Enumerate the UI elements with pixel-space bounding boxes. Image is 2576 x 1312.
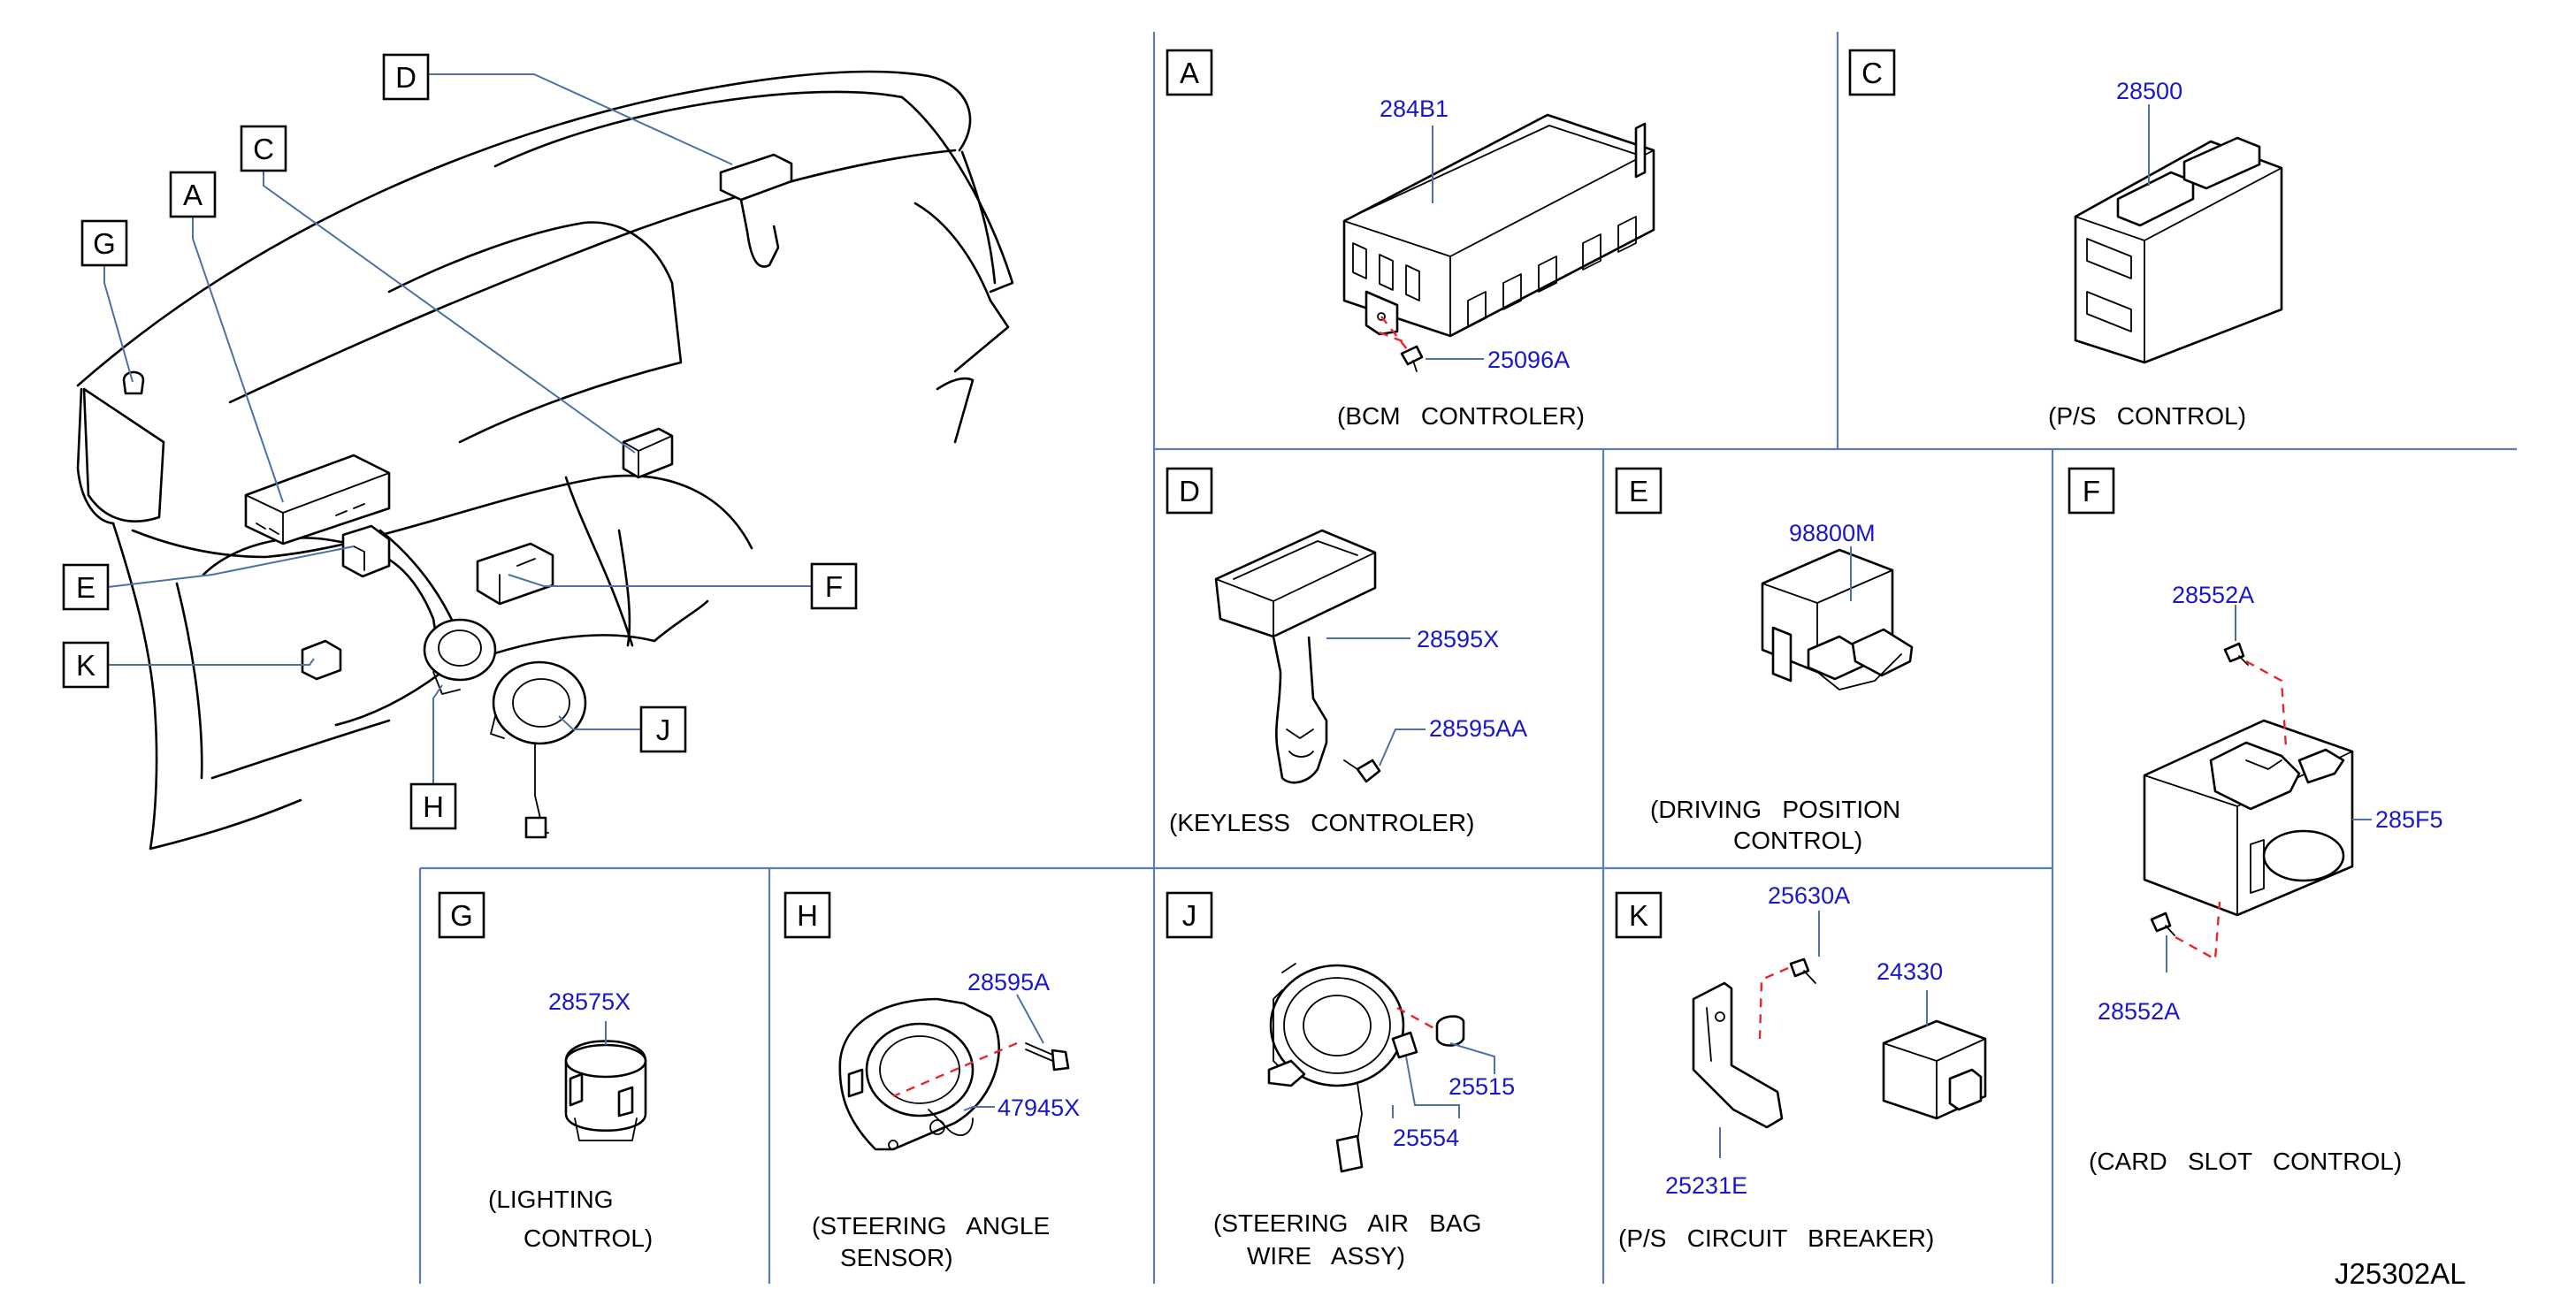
callout-f: F xyxy=(825,570,843,603)
caption-steering-air-bag: (STEERING AIR BAG xyxy=(1213,1209,1481,1237)
caption-airbag-wire-assy: WIRE ASSY) xyxy=(1247,1242,1405,1270)
panel-e-driving-position: E 98800M (DRIVING POSITION CONTROL) xyxy=(1615,467,1914,854)
overview-callout-boxes: D C A G E F K J H xyxy=(62,53,858,830)
part-number-28552a-bottom: 28552A xyxy=(2098,998,2180,1025)
dashboard-overview xyxy=(76,70,1014,851)
part-number-25231e: 25231E xyxy=(1665,1172,1747,1199)
panel-j-letter: J xyxy=(1182,899,1197,932)
part-number-25096a: 25096A xyxy=(1487,347,1570,373)
part-number-47945x: 47945X xyxy=(998,1095,1080,1121)
callout-e: E xyxy=(76,571,96,604)
panel-a-letter: A xyxy=(1180,57,1199,89)
callout-d: D xyxy=(395,61,417,94)
panel-g-lighting: G 28575X (LIGHTING CONTROL) xyxy=(438,891,653,1252)
panel-dividers xyxy=(418,32,2517,1284)
callout-k: K xyxy=(76,649,96,682)
caption-ps-circuit-breaker: (P/S CIRCUIT BREAKER) xyxy=(1618,1224,1934,1252)
part-number-28595aa: 28595AA xyxy=(1429,715,1527,742)
panel-d-keyless: D 28595X 28595AA (KEYLESS CONTROLER) xyxy=(1166,467,1527,836)
panel-e-letter: E xyxy=(1629,475,1648,507)
caption-ps-control: (P/S CONTROL) xyxy=(2048,402,2246,430)
part-number-24330: 24330 xyxy=(1877,958,1943,985)
part-number-98800m: 98800M xyxy=(1789,520,1876,546)
caption-driving-position-control: CONTROL) xyxy=(1733,827,1862,854)
part-number-28500: 28500 xyxy=(2116,78,2182,104)
part-number-28575x: 28575X xyxy=(548,988,631,1015)
part-number-28552a-top: 28552A xyxy=(2172,582,2254,608)
caption-lighting: (LIGHTING xyxy=(488,1186,614,1213)
panel-c-ps-control: C 28500 (P/S CONTROL) xyxy=(1848,49,2283,430)
part-number-25515: 25515 xyxy=(1449,1073,1515,1100)
callout-h: H xyxy=(423,790,444,823)
part-number-25630a: 25630A xyxy=(1768,882,1850,909)
part-number-28595x: 28595X xyxy=(1417,626,1499,652)
part-number-285f5: 285F5 xyxy=(2375,806,2443,833)
part-number-284b1: 284B1 xyxy=(1380,95,1449,122)
caption-steering-angle-sensor: SENSOR) xyxy=(840,1244,953,1271)
caption-driving-position: (DRIVING POSITION xyxy=(1650,796,1900,823)
panel-h-steering-angle-sensor: H 28595A 47945X (STEERING ANGLE SENSOR) xyxy=(784,891,1080,1271)
caption-lighting-control: CONTROL) xyxy=(524,1224,653,1252)
panel-g-letter: G xyxy=(450,899,473,932)
drawing-code: J25302AL xyxy=(2335,1257,2466,1290)
callout-j: J xyxy=(656,713,671,746)
panel-c-letter: C xyxy=(1861,57,1883,89)
panel-k-letter: K xyxy=(1629,899,1648,932)
panel-h-letter: H xyxy=(797,899,818,932)
panel-k-circuit-breaker: K 25630A 24330 25231E (P/S CIRCUIT BREAK… xyxy=(1615,882,1987,1252)
callout-a: A xyxy=(183,179,203,211)
panel-a-bcm: A 284B1 25096A (BCM CONTROLER) xyxy=(1166,49,1655,430)
panel-f-card-slot: F 28552A 285F5 28552A (CARD SLOT CONTROL… xyxy=(2068,467,2443,1175)
part-number-28595a: 28595A xyxy=(967,969,1050,995)
caption-bcm-controller: (BCM CONTROLER) xyxy=(1337,402,1585,430)
panel-d-letter: D xyxy=(1179,475,1200,507)
callout-g: G xyxy=(93,227,116,260)
caption-keyless-controller: (KEYLESS CONTROLER) xyxy=(1169,809,1474,836)
part-number-25554: 25554 xyxy=(1393,1125,1459,1151)
caption-card-slot-control: (CARD SLOT CONTROL) xyxy=(2089,1148,2402,1175)
panel-j-airbag-wire: J 25515 25554 (STEERING AIR BAG WIRE ASS… xyxy=(1166,891,1515,1270)
panel-f-letter: F xyxy=(2083,475,2100,507)
caption-steering-angle: (STEERING ANGLE xyxy=(812,1212,1050,1240)
callout-c: C xyxy=(253,133,274,165)
